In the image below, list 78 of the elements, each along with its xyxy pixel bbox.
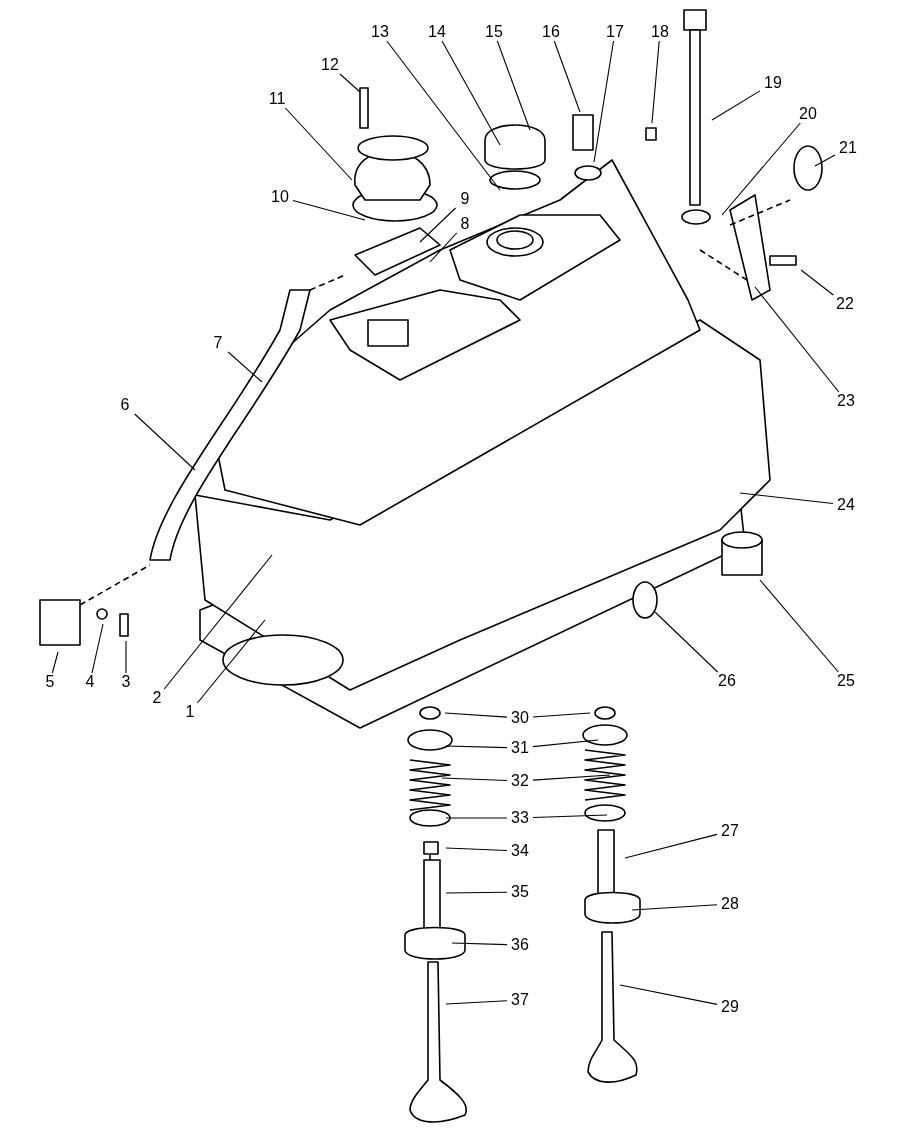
- leader-line: [711, 90, 761, 121]
- leader-line: [654, 611, 719, 673]
- callout-number: 3: [113, 673, 139, 691]
- leader-line: [739, 492, 834, 505]
- leader-line: [624, 833, 718, 859]
- callout-number: 10: [267, 188, 293, 206]
- leader-line: [386, 40, 501, 191]
- leader-line: [532, 712, 591, 718]
- callout-number: 13: [367, 23, 393, 41]
- callout-number: 32: [507, 772, 533, 790]
- callout-number: 25: [833, 672, 859, 690]
- leader-line: [134, 413, 196, 471]
- leader-line: [419, 207, 457, 243]
- callout-number: 21: [835, 139, 861, 157]
- leader-line: [51, 651, 59, 674]
- leader-line: [444, 712, 508, 718]
- leader-line: [445, 891, 508, 894]
- leader-line: [429, 232, 458, 263]
- callout-number: 30: [507, 709, 533, 727]
- leader-line: [441, 40, 501, 146]
- leader-line: [91, 623, 104, 674]
- callout-number: 35: [507, 883, 533, 901]
- leader-line: [227, 351, 263, 383]
- callout-number: 20: [795, 105, 821, 123]
- leader-line: [292, 199, 366, 221]
- callout-number: 26: [714, 672, 740, 690]
- callout-number: 4: [77, 673, 103, 691]
- callout-number: 9: [452, 190, 478, 208]
- callout-number: 12: [317, 56, 343, 74]
- leader-line: [496, 40, 531, 131]
- leader-line: [814, 154, 836, 167]
- leader-line: [593, 40, 615, 163]
- leader-line: [619, 984, 718, 1005]
- leader-line: [125, 640, 127, 674]
- callout-number: 17: [602, 23, 628, 41]
- leader-line: [163, 554, 273, 690]
- callout-number: 14: [424, 23, 450, 41]
- leader-line: [759, 579, 839, 673]
- leader-line: [441, 777, 508, 782]
- callout-number: 5: [37, 673, 63, 691]
- callout-number: 8: [452, 215, 478, 233]
- callout-number: 22: [832, 295, 858, 313]
- callout-number: 2: [144, 689, 170, 707]
- leader-line: [445, 1000, 508, 1005]
- callout-number: 18: [647, 23, 673, 41]
- leader-line: [445, 847, 508, 851]
- callout-number: 7: [205, 334, 231, 352]
- callout-number: 1: [177, 703, 203, 721]
- callout-number: 36: [507, 936, 533, 954]
- leader-line: [445, 745, 508, 749]
- callout-number: 28: [717, 895, 743, 913]
- callout-number: 24: [833, 496, 859, 514]
- callout-number: 29: [717, 998, 743, 1016]
- leader-line: [532, 774, 611, 781]
- leader-line: [532, 739, 599, 748]
- leader-line: [196, 619, 266, 704]
- callout-number: 19: [760, 74, 786, 92]
- callout-number: 11: [264, 90, 290, 108]
- leader-line: [800, 269, 834, 296]
- callout-number: 23: [833, 392, 859, 410]
- leader-line: [721, 122, 801, 216]
- leader-line: [451, 942, 508, 946]
- callout-number: 6: [112, 396, 138, 414]
- leader-line: [754, 286, 840, 393]
- callout-number: 31: [507, 739, 533, 757]
- callout-number: 15: [481, 23, 507, 41]
- leader-line: [445, 817, 508, 819]
- leader-line: [532, 814, 608, 819]
- callout-number: 37: [507, 991, 533, 1009]
- leader-line: [284, 107, 353, 181]
- leader-line: [339, 73, 361, 93]
- leader-line: [631, 904, 718, 911]
- callout-number: 16: [538, 23, 564, 41]
- leader-line: [651, 40, 660, 124]
- callout-number: 33: [507, 809, 533, 827]
- leader-line: [553, 40, 581, 113]
- callout-number: 34: [507, 842, 533, 860]
- callout-number: 27: [717, 822, 743, 840]
